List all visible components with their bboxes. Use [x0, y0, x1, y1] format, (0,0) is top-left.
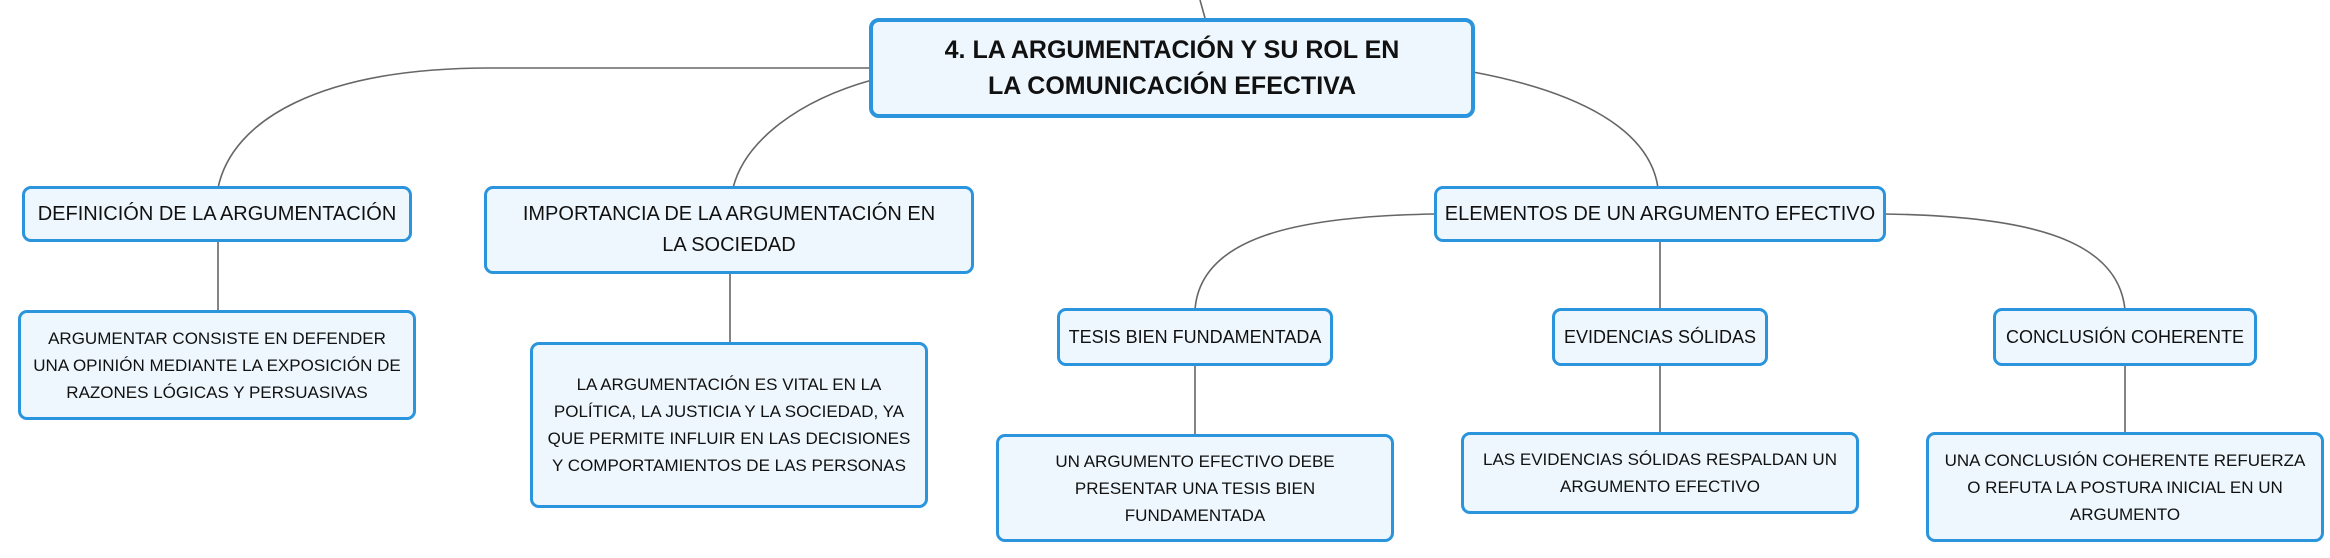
detail-definicion[interactable]: ARGUMENTAR CONSISTE EN DEFENDER UNA OPIN… — [18, 310, 416, 420]
root-topic-label: 4. LA ARGUMENTACIÓN Y SU ROL EN LA COMUN… — [944, 36, 1400, 100]
detail-evidencias-text: LAS EVIDENCIAS SÓLIDAS RESPALDAN UN ARGU… — [1483, 450, 1837, 496]
subtopic-tesis-label: TESIS BIEN FUNDAMENTADA — [1068, 327, 1322, 347]
detail-tesis[interactable]: UN ARGUMENTO EFECTIVO DEBE PRESENTAR UNA… — [996, 434, 1394, 542]
detail-definicion-text: ARGUMENTAR CONSISTE EN DEFENDER UNA OPIN… — [33, 328, 401, 402]
topic-importancia-label: IMPORTANCIA DE LA ARGUMENTACIÓN EN LA SO… — [522, 203, 936, 256]
detail-importancia[interactable]: LA ARGUMENTACIÓN ES VITAL EN LA POLÍTICA… — [530, 342, 928, 508]
connector-root-importancia — [732, 79, 873, 189]
subtopic-evidencias[interactable]: EVIDENCIAS SÓLIDAS — [1552, 308, 1768, 366]
subtopic-evidencias-label: EVIDENCIAS SÓLIDAS — [1563, 327, 1757, 347]
topic-definicion-label: DEFINICIÓN DE LA ARGUMENTACIÓN — [37, 202, 397, 225]
topic-elementos-label: ELEMENTOS DE UN ARGUMENTO EFECTIVO — [1444, 202, 1876, 225]
connector-root-parent — [1199, 0, 1206, 19]
root-topic[interactable]: 4. LA ARGUMENTACIÓN Y SU ROL EN LA COMUN… — [869, 18, 1475, 118]
detail-tesis-text: UN ARGUMENTO EFECTIVO DEBE PRESENTAR UNA… — [1055, 451, 1335, 525]
topic-importancia[interactable]: IMPORTANCIA DE LA ARGUMENTACIÓN EN LA SO… — [484, 186, 974, 274]
detail-conclusion[interactable]: UNA CONCLUSIÓN COHERENTE REFUERZA O REFU… — [1926, 432, 2324, 542]
detail-evidencias[interactable]: LAS EVIDENCIAS SÓLIDAS RESPALDAN UN ARGU… — [1461, 432, 1859, 514]
subtopic-conclusion[interactable]: CONCLUSIÓN COHERENTE — [1993, 308, 2257, 366]
connector-root-definicion — [217, 67, 872, 189]
detail-importancia-text: LA ARGUMENTACIÓN ES VITAL EN LA POLÍTICA… — [547, 375, 911, 475]
connector-elementos-conclusion — [1883, 213, 2126, 311]
subtopic-conclusion-label: CONCLUSIÓN COHERENTE — [2005, 327, 2245, 347]
connector-root-elementos — [1472, 71, 1659, 189]
detail-conclusion-text: UNA CONCLUSIÓN COHERENTE REFUERZA O REFU… — [1944, 450, 2306, 524]
subtopic-tesis[interactable]: TESIS BIEN FUNDAMENTADA — [1057, 308, 1333, 366]
connector-elementos-tesis — [1194, 213, 1437, 311]
topic-definicion[interactable]: DEFINICIÓN DE LA ARGUMENTACIÓN — [22, 186, 412, 242]
topic-elementos[interactable]: ELEMENTOS DE UN ARGUMENTO EFECTIVO — [1434, 186, 1886, 242]
